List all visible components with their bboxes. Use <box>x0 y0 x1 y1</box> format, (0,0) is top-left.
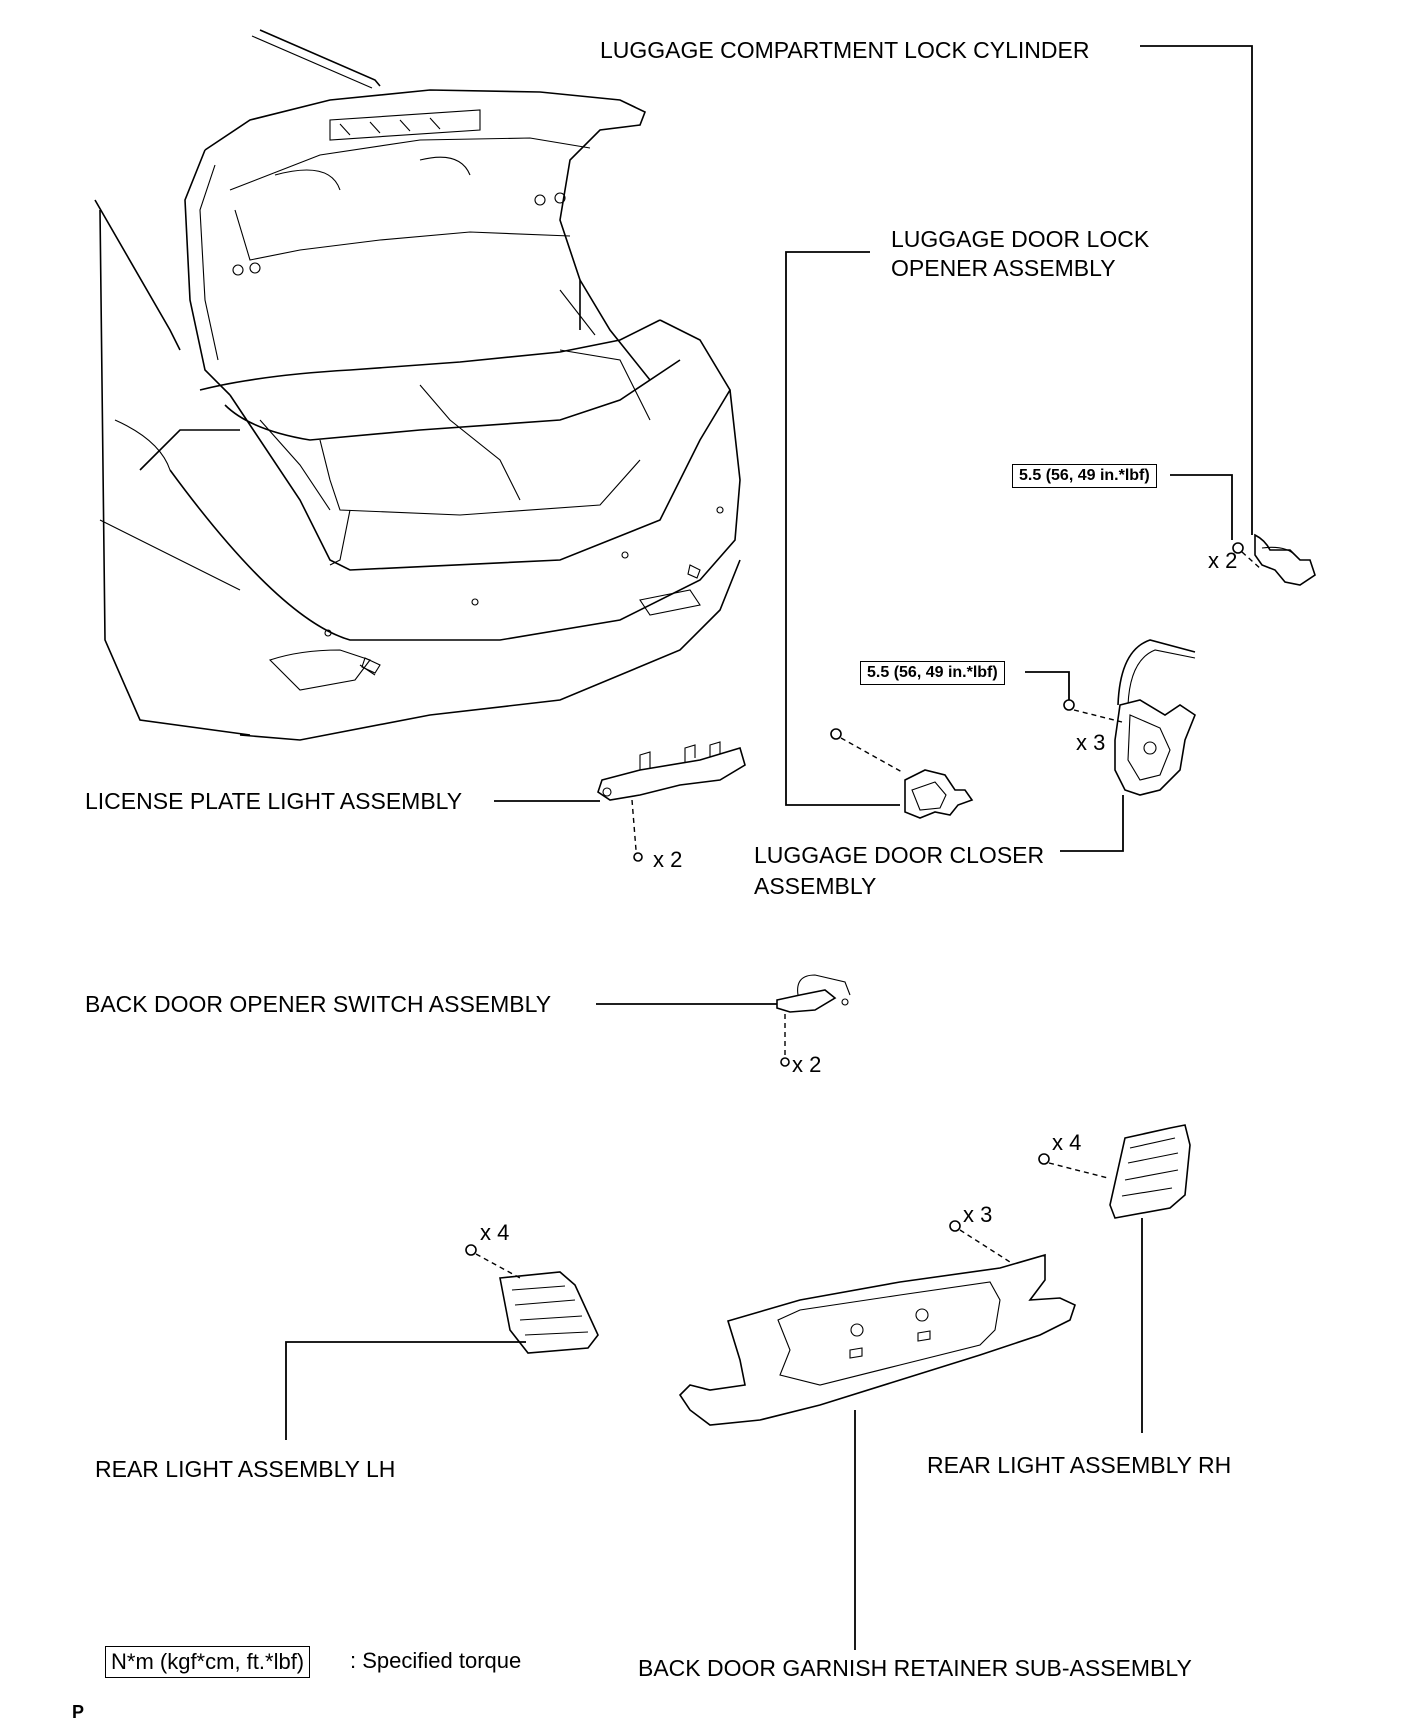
door-closer-label-line2: ASSEMBLY <box>754 873 877 899</box>
opener-switch-part <box>596 974 851 1067</box>
page-mark: P <box>72 1702 85 1722</box>
garnish-qty: x 3 <box>963 1202 993 1227</box>
license-plate-light-label: LICENSE PLATE LIGHT ASSEMBLY <box>85 788 463 814</box>
rear-light-lh-qty: x 4 <box>480 1220 510 1245</box>
door-lock-opener-label-line1: LUGGAGE DOOR LOCK <box>891 226 1150 252</box>
opener-switch-qty: x 2 <box>792 1052 822 1077</box>
door-closer-part <box>1025 639 1196 852</box>
door-closer-label-line1: LUGGAGE DOOR CLOSER <box>754 842 1045 868</box>
door-closer-qty: x 3 <box>1076 730 1106 755</box>
door-lock-opener-part <box>785 251 974 819</box>
rear-light-rh-label: REAR LIGHT ASSEMBLY RH <box>927 1452 1232 1478</box>
rear-light-lh-part <box>285 1244 599 1440</box>
license-plate-light-part <box>494 741 746 862</box>
garnish-retainer-part <box>678 1220 1076 1650</box>
rh-nut-icon <box>1038 1153 1050 1165</box>
rear-light-rh-qty: x 4 <box>1052 1130 1082 1155</box>
vehicle-rear-illustration <box>94 29 741 741</box>
torque-legend-text: : Specified torque <box>350 1648 522 1673</box>
opener-switch-label: BACK DOOR OPENER SWITCH ASSEMBLY <box>85 991 552 1017</box>
door-lock-opener-label-line2: OPENER ASSEMBLY <box>891 255 1116 281</box>
rear-light-rh-part <box>1038 1124 1191 1433</box>
closer-bolt-icon <box>1063 699 1075 711</box>
rear-light-lh-label: REAR LIGHT ASSEMBLY LH <box>95 1456 396 1482</box>
switch-screw-icon <box>780 1057 790 1067</box>
garnish-retainer-label: BACK DOOR GARNISH RETAINER SUB-ASSEMBLY <box>638 1655 1192 1681</box>
lock-cylinder-label: LUGGAGE COMPARTMENT LOCK CYLINDER <box>600 37 1090 63</box>
lock-cylinder-qty: x 2 <box>1208 548 1238 573</box>
torque-legend-box: N*m (kgf*cm, ft.*lbf) <box>105 1646 311 1678</box>
lock-cylinder-nut-icon <box>1232 542 1244 554</box>
door-closer-torque-box: 5.5 (56, 49 in.*lbf) <box>860 661 1005 685</box>
lock-cylinder-part <box>1140 45 1316 586</box>
license-plate-qty: x 2 <box>653 847 683 872</box>
garnish-nut-icon <box>949 1220 961 1232</box>
lh-nut-icon <box>465 1244 477 1256</box>
lock-cylinder-torque-box: 5.5 (56, 49 in.*lbf) <box>1012 464 1157 488</box>
opener-bolt-icon <box>830 728 842 740</box>
license-screw-icon <box>633 852 643 862</box>
